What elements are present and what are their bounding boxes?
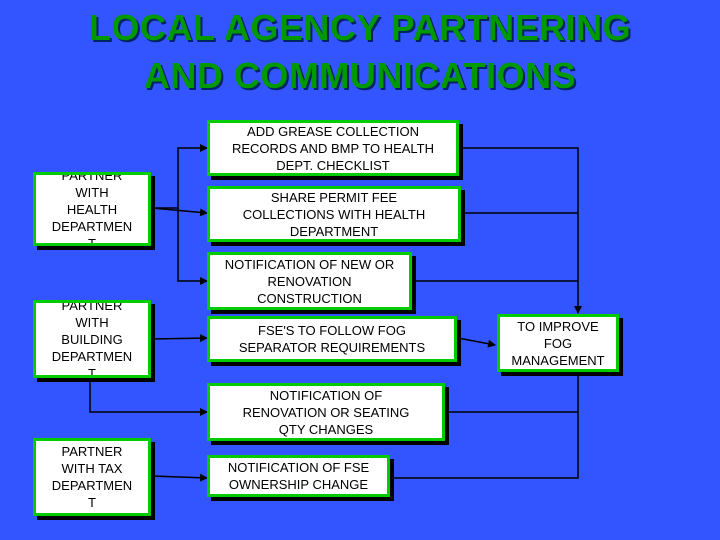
title-line-1: LOCAL AGENCY PARTNERING xyxy=(88,7,632,48)
action-permit-fee-label: SHARE PERMIT FEE COLLECTIONS WITH HEALTH… xyxy=(242,189,426,239)
link-health-to-permit xyxy=(151,207,208,217)
link-fog-to-goal xyxy=(457,337,496,348)
link-health-to-construction xyxy=(177,208,208,285)
action-grease-records-box: ADD GREASE COLLECTION RECORDS AND BMP TO… xyxy=(207,120,459,176)
partner-tax-box: PARTNER WITH TAX DEPARTMEN T xyxy=(33,438,151,516)
link-grease-to-goal xyxy=(460,147,582,314)
action-ownership-label: NOTIFICATION OF FSE OWNERSHIP CHANGE xyxy=(227,460,370,492)
action-seating-qty-box: NOTIFICATION OF RENOVATION OR SEATING QT… xyxy=(207,383,445,441)
partner-building-label: PARTNER WITH BUILDING DEPARTMEN T xyxy=(51,300,133,378)
link-tax-to-ownership xyxy=(151,473,208,482)
title-line-2: AND COMMUNICATIONS xyxy=(143,55,577,96)
action-grease-records-label: ADD GREASE COLLECTION RECORDS AND BMP TO… xyxy=(231,123,435,173)
action-new-construction-box: NOTIFICATION OF NEW OR RENOVATION CONSTR… xyxy=(207,252,412,310)
action-seating-qty-label: NOTIFICATION OF RENOVATION OR SEATING QT… xyxy=(242,387,410,437)
link-seating-to-goal xyxy=(446,373,579,413)
action-ownership-box: NOTIFICATION OF FSE OWNERSHIP CHANGE xyxy=(207,455,390,497)
action-fog-separator-label: FSE'S TO FOLLOW FOG SEPARATOR REQUIREMEN… xyxy=(238,323,426,355)
link-health-to-grease xyxy=(152,144,208,209)
partner-tax-label: PARTNER WITH TAX DEPARTMEN T xyxy=(51,444,133,510)
action-permit-fee-box: SHARE PERMIT FEE COLLECTIONS WITH HEALTH… xyxy=(207,186,461,242)
goal-box: TO IMPROVE FOG MANAGEMENT xyxy=(497,314,619,372)
action-new-construction-label: NOTIFICATION OF NEW OR RENOVATION CONSTR… xyxy=(224,256,395,306)
goal-label: TO IMPROVE FOG MANAGEMENT xyxy=(511,318,605,368)
partner-health-label: PARTNER WITH HEALTH DEPARTMEN T xyxy=(51,172,133,246)
partner-building-box: PARTNER WITH BUILDING DEPARTMEN T xyxy=(33,300,151,378)
partner-health-box: PARTNER WITH HEALTH DEPARTMEN T xyxy=(33,172,151,246)
action-fog-separator-box: FSE'S TO FOLLOW FOG SEPARATOR REQUIREMEN… xyxy=(207,316,457,362)
link-building-to-seating xyxy=(89,378,208,416)
link-ownership-to-goal xyxy=(391,412,579,479)
link-building-to-fog xyxy=(151,334,208,343)
